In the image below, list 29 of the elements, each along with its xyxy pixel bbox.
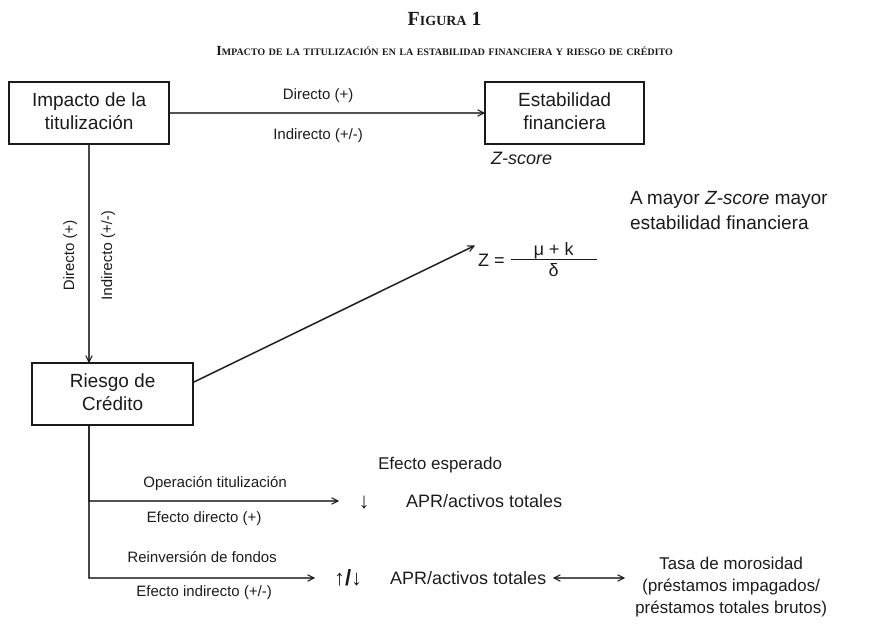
arrow <box>170 109 485 117</box>
effect-note: Efecto indirecto (+/-) <box>136 583 272 601</box>
indicator-text: APR/activos totales <box>406 490 562 512</box>
trend-symbol: ↑/↓ <box>332 565 364 591</box>
note-text: A mayor Z-score mayor estabilidad financiera <box>630 187 828 236</box>
edge-label: Directo (+) <box>282 86 354 104</box>
arrow <box>85 145 93 363</box>
figure-title: Figura 1 <box>406 8 482 31</box>
effect-note: Indirecto (+/-) <box>273 126 363 144</box>
formula-text: Z = <box>478 250 505 270</box>
denominator: δ <box>548 260 559 282</box>
edge-label: Operación titulización <box>143 474 287 492</box>
arrow <box>553 574 625 582</box>
effect-note: Efecto directo (+) <box>146 509 262 527</box>
indicator-text: Tasa de morosidad (préstamos impagados/ préstamos totales brutos) <box>624 553 838 620</box>
column-heading: Efecto esperado <box>378 454 502 474</box>
process-box: Impacto de la titulización <box>8 81 170 145</box>
indicator-text: APR/activos totales <box>390 568 546 588</box>
effect-note: Indirecto (+/-) <box>99 210 117 300</box>
process-box: Estabilidad financiera <box>484 81 645 145</box>
arrow <box>194 245 475 383</box>
arrow <box>88 426 315 582</box>
edge-label: Reinversión de fondos <box>127 549 277 567</box>
node-note: Z-score <box>491 148 552 169</box>
trend-symbol: ↓ <box>358 488 370 514</box>
figure-subtitle: Impacto de la titulización en la estabilidad financiera y riesgo de crédito <box>215 44 674 60</box>
process-box: Riesgo de Crédito <box>31 362 194 426</box>
numerator: μ + k <box>510 238 597 260</box>
edge-label: Directo (+) <box>61 220 79 290</box>
